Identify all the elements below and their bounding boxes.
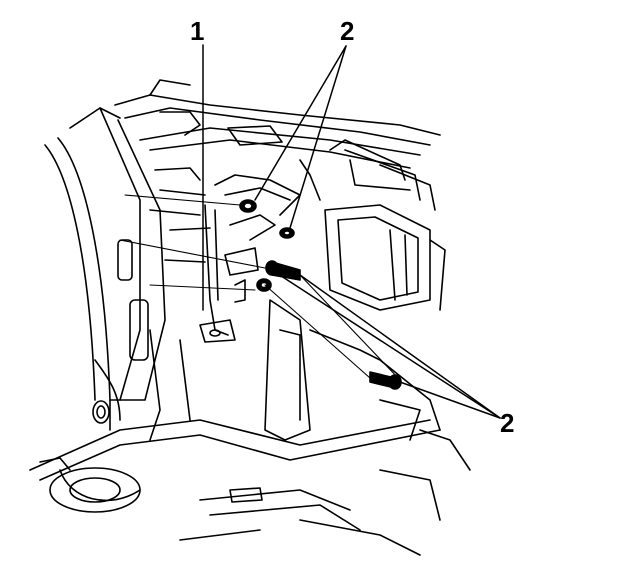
bolt-1 — [239, 199, 257, 213]
bolt-4 — [256, 278, 272, 292]
callout-2-top: 2 — [340, 16, 355, 46]
bolt-2 — [279, 227, 295, 239]
floor-pan — [29, 299, 471, 556]
callout-2-bottom: 2 — [500, 408, 515, 438]
hvac-duct — [324, 204, 446, 311]
door-pillar — [44, 107, 166, 431]
bolt-5 — [369, 371, 402, 390]
leader-lines-2-top — [254, 45, 347, 229]
cowl-panel — [114, 79, 441, 211]
leader-lines-2-bottom — [274, 271, 501, 419]
callout-1: 1 — [190, 16, 205, 46]
bracket-assembly — [149, 167, 301, 343]
